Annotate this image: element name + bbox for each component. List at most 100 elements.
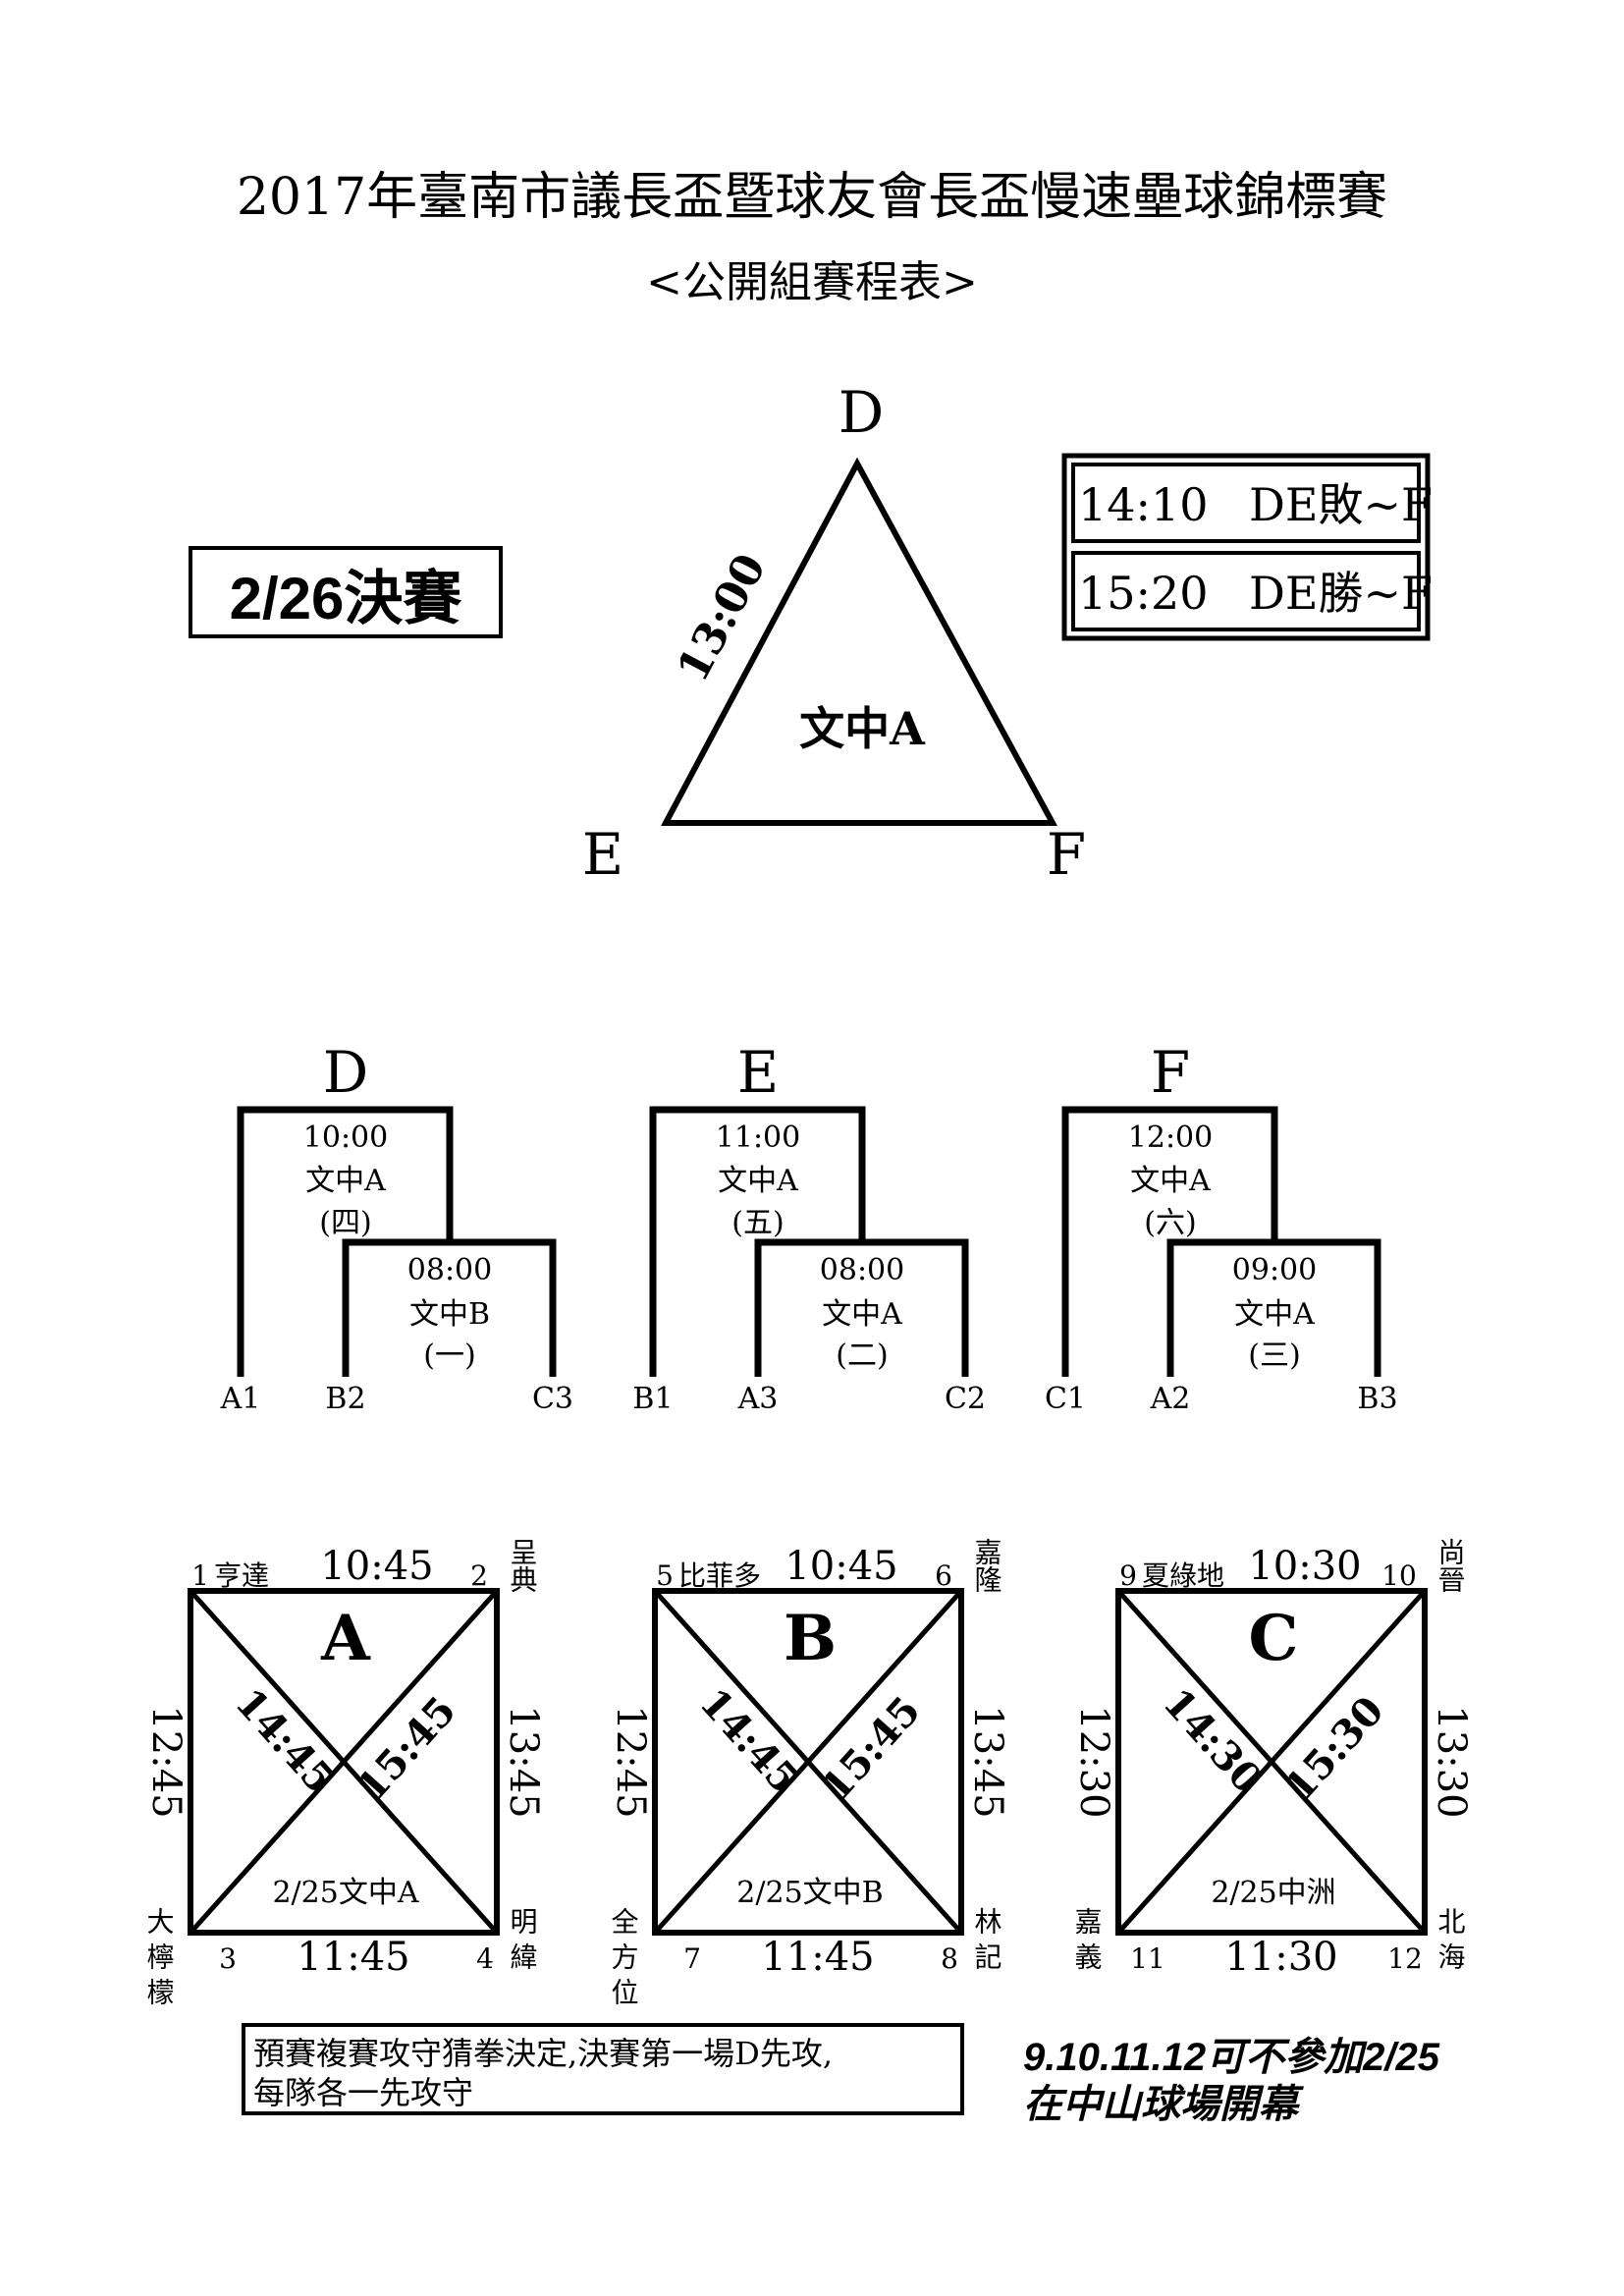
group-venue: 2/25文中B <box>736 1876 883 1910</box>
bracket-top-game: (五) <box>731 1206 784 1240</box>
group-bottom-time: 11:45 <box>761 1935 874 1980</box>
group-c: C 10:30 11:30 12:30 13:30 14:30 15:30 2/… <box>1071 1538 1475 1980</box>
bracket-seed: B2 <box>325 1382 365 1416</box>
final-label-box: 2/26決賽 <box>189 546 503 638</box>
team-name: 比菲多 <box>678 1559 761 1592</box>
bracket-seed: A3 <box>737 1382 779 1416</box>
team-seed: 12 <box>1387 1942 1423 1975</box>
team-name-vertical: 明緯 <box>507 1907 539 1978</box>
group-bottom-time: 11:30 <box>1224 1935 1337 1980</box>
group-top-time: 10:30 <box>1248 1544 1361 1589</box>
side-note-line2: 在中山球場開幕 <box>1023 2083 1304 2126</box>
side-note-line1: 9.10.11.12可不參加2/25 <box>1023 2036 1440 2079</box>
group-venue: 2/25中洲 <box>1211 1876 1335 1910</box>
team-seed: 8 <box>941 1942 958 1975</box>
bracket-top-game: (四) <box>319 1206 371 1240</box>
team-name-vertical: 嘉義 <box>1071 1907 1104 1978</box>
group-top-time: 10:45 <box>785 1544 897 1589</box>
group-right-time: 13:30 <box>1429 1705 1474 1818</box>
group-top-time: 10:45 <box>320 1544 433 1589</box>
group-bottom-time: 11:45 <box>297 1935 409 1980</box>
team-name-vertical: 大檸檬 <box>143 1907 176 2013</box>
bracket-top-venue: 文中A <box>305 1164 386 1198</box>
final-game2-time: 15:20 <box>1078 567 1209 620</box>
bracket-f: F 12:00 文中A (六) 09:00 文中A (三) C1 A2 B3 <box>1045 1039 1398 1416</box>
rules-note-box: 預賽複賽攻守猜拳決定,決賽第一場D先攻, 每隊各一先攻守 <box>242 2023 964 2115</box>
bracket-inner-venue: 文中B <box>409 1297 490 1332</box>
final-edge-time: 13:00 <box>668 546 776 689</box>
group-right-time: 13:45 <box>501 1705 546 1818</box>
group-diag-right-time: 15:45 <box>812 1687 929 1810</box>
bracket-seed: C2 <box>945 1382 986 1416</box>
team-seed: 3 <box>219 1942 237 1975</box>
group-left-time: 12:30 <box>1071 1705 1116 1818</box>
final-vertex-left: E <box>582 821 623 888</box>
group-left-time: 12:45 <box>608 1705 653 1818</box>
group-venue: 2/25文中A <box>272 1876 418 1910</box>
final-schedule-box: 14:10 DE敗~F 15:20 DE勝~F <box>1061 453 1433 641</box>
bracket-letter: E <box>737 1039 779 1106</box>
team-seed: 11 <box>1130 1942 1165 1975</box>
bracket-inner-game: (三) <box>1248 1339 1300 1373</box>
final-triangle: D E F 13:00 文中A <box>582 379 1086 888</box>
bracket-seed: C3 <box>532 1382 573 1416</box>
group-letter: A <box>320 1602 371 1675</box>
bracket-seed: B3 <box>1357 1382 1397 1416</box>
bracket-seed: C1 <box>1045 1382 1086 1416</box>
bracket-top-venue: 文中A <box>1130 1164 1211 1198</box>
team-seed: 7 <box>683 1942 701 1975</box>
group-diag-right-time: 15:30 <box>1275 1687 1392 1810</box>
bracket-top-time: 10:00 <box>303 1121 388 1155</box>
bracket-d: D 10:00 文中A (四) 08:00 文中B (一) A1 B2 C3 <box>220 1039 573 1416</box>
rules-note-line2: 每隊各一先攻守 <box>253 2074 473 2111</box>
group-letter: B <box>784 1602 837 1675</box>
team-seed: 5 <box>656 1559 674 1592</box>
bracket-inner-venue: 文中A <box>1234 1297 1315 1332</box>
team-name-vertical: 尚晉 <box>1435 1538 1467 1593</box>
bracket-inner-time: 08:00 <box>407 1253 492 1287</box>
bracket-seed: B1 <box>632 1382 673 1416</box>
bracket-top-game: (六) <box>1144 1206 1196 1240</box>
team-name: 亨達 <box>214 1559 269 1592</box>
final-venue: 文中A <box>799 702 926 755</box>
bracket-inner-game: (一) <box>423 1339 475 1373</box>
page-title: 2017年臺南市議長盃暨球友會長盃慢速壘球錦標賽 <box>237 168 1387 227</box>
final-game1-match: DE敗~F <box>1249 478 1433 531</box>
final-game1-time: 14:10 <box>1078 478 1209 531</box>
team-seed: 4 <box>476 1942 494 1975</box>
bracket-inner-game: (二) <box>836 1339 888 1373</box>
team-seed: 2 <box>470 1559 488 1592</box>
group-b: B 10:45 11:45 12:45 13:45 14:45 15:45 2/… <box>608 1538 1011 2013</box>
team-name-vertical: 北海 <box>1435 1907 1467 1978</box>
bracket-inner-venue: 文中A <box>822 1297 902 1332</box>
team-name-vertical: 林記 <box>971 1907 1003 1978</box>
page-subtitle: <公開組賽程表> <box>646 257 978 307</box>
bracket-top-time: 11:00 <box>716 1121 800 1155</box>
bracket-letter: F <box>1151 1039 1190 1106</box>
final-vertex-right: F <box>1047 821 1086 888</box>
bracket-inner-time: 08:00 <box>820 1253 904 1287</box>
bracket-inner-time: 09:00 <box>1232 1253 1317 1287</box>
team-name-vertical: 嘉隆 <box>971 1538 1003 1593</box>
team-name: 夏綠地 <box>1142 1559 1224 1592</box>
final-game2-match: DE勝~F <box>1249 567 1433 620</box>
team-seed: 9 <box>1119 1559 1137 1592</box>
group-letter: C <box>1249 1602 1299 1675</box>
bracket-top-time: 12:00 <box>1128 1121 1213 1155</box>
group-left-time: 12:45 <box>143 1705 189 1818</box>
bracket-letter: D <box>323 1039 369 1106</box>
bracket-seed: A2 <box>1150 1382 1191 1416</box>
team-seed: 6 <box>935 1559 952 1592</box>
rules-note-line1: 預賽複賽攻守猜拳決定,決賽第一場D先攻, <box>253 2035 833 2072</box>
team-name-vertical: 全方位 <box>608 1907 640 2013</box>
final-vertex-top: D <box>839 379 885 446</box>
group-right-time: 13:45 <box>965 1705 1010 1818</box>
group-a: A 10:45 11:45 12:45 13:45 14:45 15:45 2/… <box>143 1538 547 2013</box>
team-seed: 10 <box>1381 1559 1417 1592</box>
team-name-vertical: 呈典 <box>507 1538 539 1593</box>
team-seed: 1 <box>191 1559 209 1592</box>
group-diag-right-time: 15:45 <box>348 1687 464 1810</box>
bracket-e: E 11:00 文中A (五) 08:00 文中A (二) B1 A3 C2 <box>632 1039 986 1416</box>
bracket-top-venue: 文中A <box>718 1164 798 1198</box>
